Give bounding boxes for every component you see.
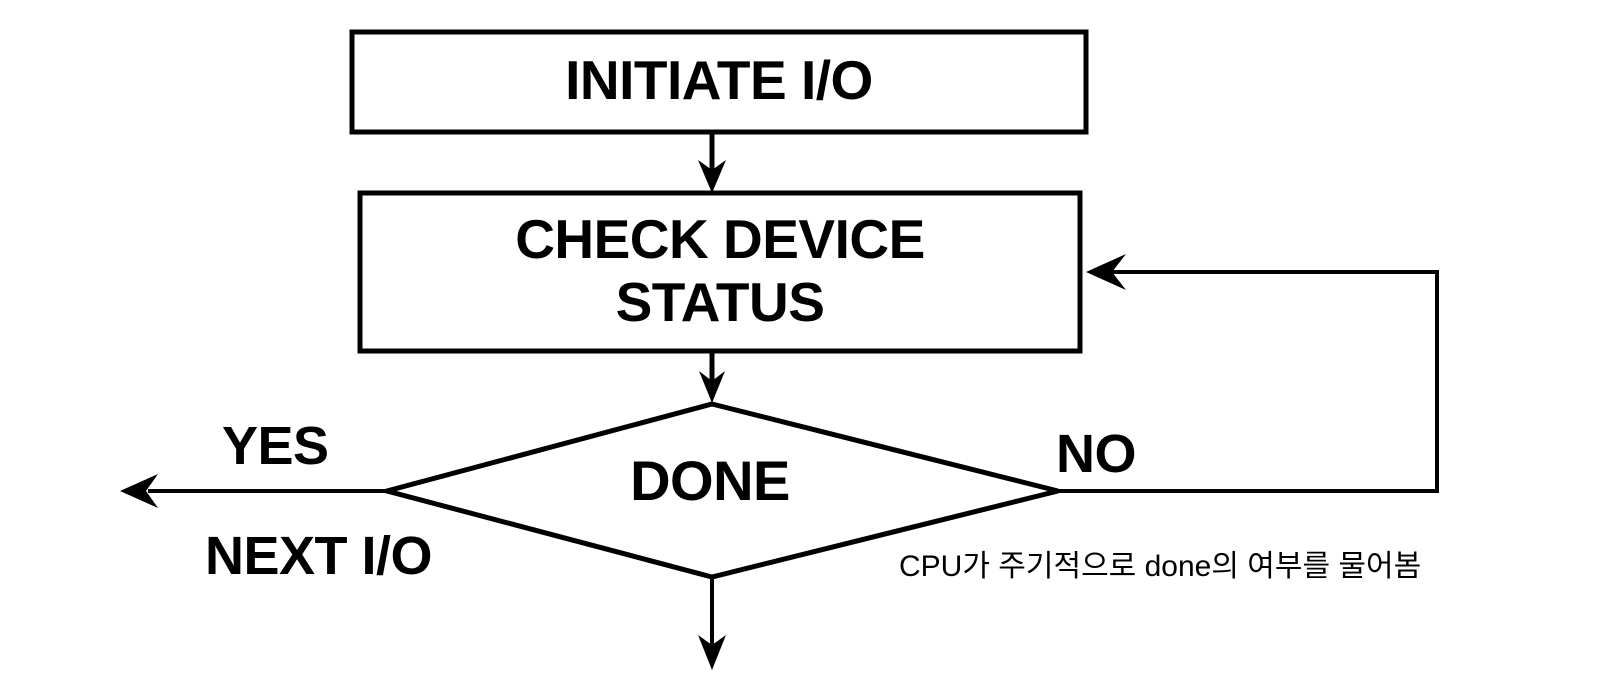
node-initiate-io-box[interactable]	[349, 29, 1089, 135]
node-done-diamond[interactable]	[377, 401, 1059, 580]
edge-no-arrowhead	[1086, 254, 1126, 290]
edge-yes-arrowhead	[120, 474, 158, 508]
node-initiate-io-label: INITIATE I/O	[565, 49, 873, 111]
edge-label-yes: YES	[222, 416, 329, 476]
edge-done-exit-arrowhead	[698, 635, 726, 670]
edge-no-line	[1058, 270, 1439, 493]
node-check-device-status-box[interactable]	[357, 190, 1083, 354]
edge-label-next-io: NEXT I/O	[205, 526, 433, 586]
node-done-label: DONE	[630, 449, 790, 512]
edge-label-no: NO	[1056, 424, 1137, 484]
annotation-korean-note: CPU가 주기적으로 done의 여부를 물어봄	[899, 550, 1422, 583]
edge-initiate-to-check-arrowhead	[698, 160, 726, 193]
node-check-device-status-label: CHECK DEVICE STATUS	[515, 208, 925, 333]
edge-check-to-done-arrowhead	[699, 371, 725, 403]
